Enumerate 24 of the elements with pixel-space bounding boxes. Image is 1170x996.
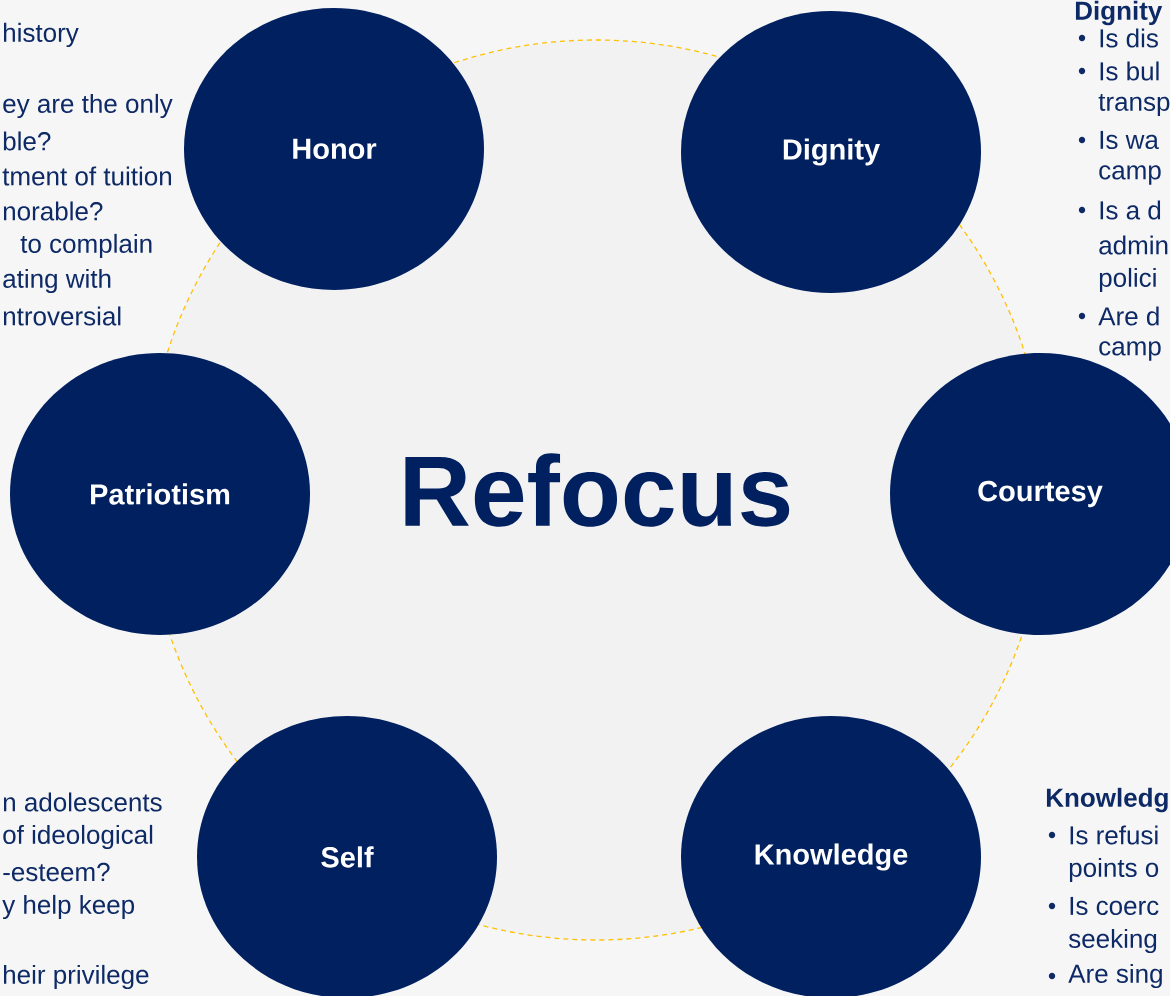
question-text: Is a d <box>1100 200 1161 220</box>
question-text: Are sing <box>1068 963 1162 989</box>
question-text: polici <box>1099 267 1156 293</box>
question-text: transp <box>1098 93 1170 117</box>
question-text: Is coerc <box>1070 896 1159 916</box>
question-text: y help keep <box>2 894 135 920</box>
question-text: seeking <box>1068 928 1157 954</box>
question-text: admin <box>1099 235 1168 255</box>
question-text: norable? <box>3 201 103 221</box>
question-text: Are d <box>1098 306 1159 326</box>
question-text: ating with <box>3 268 111 294</box>
question-text: history <box>4 22 79 48</box>
question-text: points o <box>1069 857 1159 883</box>
question-text: Is dis <box>1100 28 1158 48</box>
heading: Knowledg <box>1046 787 1168 813</box>
question-text: Is wa <box>1100 130 1159 150</box>
question-text: camp <box>1099 165 1161 185</box>
question-text: ntroversial <box>3 306 121 326</box>
question-text: ble? <box>3 131 51 151</box>
question-text: -esteem? <box>3 862 110 882</box>
question-text: Is bul <box>1100 61 1159 81</box>
question-text: Is refusi <box>1070 825 1158 845</box>
heading: Dignity <box>1075 0 1163 26</box>
question-text: heir privilege <box>4 964 149 990</box>
